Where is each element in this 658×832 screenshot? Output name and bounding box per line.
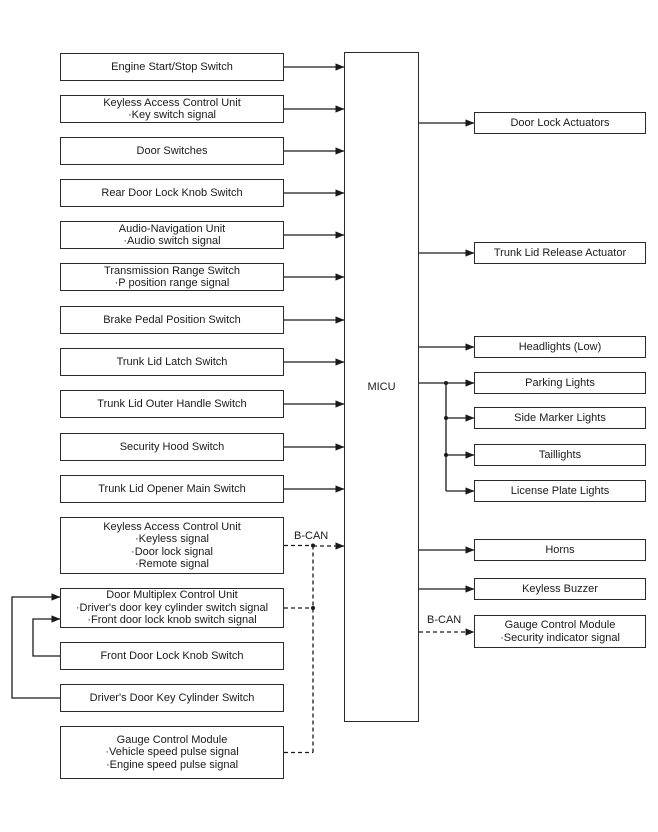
input-device-title: Rear Door Lock Knob Switch — [101, 186, 243, 199]
output-device-box: Horns — [474, 539, 646, 561]
input-device-box: Security Hood Switch — [60, 433, 284, 461]
input-device-box: Audio-Navigation Unit·Audio switch signa… — [60, 221, 284, 249]
input-device-title: Transmission Range Switch — [104, 264, 240, 277]
switch-feed — [11, 593, 61, 699]
output-device-title: Gauge Control Module — [504, 619, 616, 631]
input-device-box: Transmission Range Switch·P position ran… — [60, 263, 284, 291]
input-device-box: Trunk Lid Outer Handle Switch — [60, 390, 284, 418]
input-device-box: Brake Pedal Position Switch — [60, 306, 284, 334]
input-device-title: Brake Pedal Position Switch — [103, 313, 241, 326]
junction-dot — [311, 606, 315, 610]
bcan-label-input: B-CAN — [294, 530, 329, 542]
input-device-box: Keyless Access Control Unit·Keyless sign… — [60, 517, 284, 574]
input-device-box: Gauge Control Module·Vehicle speed pulse… — [60, 726, 284, 779]
input-device-signal: ·Remote signal — [135, 558, 209, 570]
junction-dot — [444, 381, 448, 385]
bcan-label-output: B-CAN — [427, 614, 462, 626]
input-device-title: Trunk Lid Outer Handle Switch — [97, 397, 247, 410]
output-device-title: Taillights — [538, 448, 582, 461]
input-device-box: Engine Start/Stop Switch — [60, 53, 284, 81]
input-device-box: Trunk Lid Opener Main Switch — [60, 475, 284, 503]
output-device-signal: ·Security indicator signal — [500, 631, 620, 644]
input-device-title: Gauge Control Module — [116, 733, 228, 746]
output-device-box: License Plate Lights — [474, 480, 646, 502]
output-device-box: Trunk Lid Release Actuator — [474, 242, 646, 264]
input-device-title: Door Multiplex Control Unit — [106, 589, 238, 602]
input-device-title: Trunk Lid Latch Switch — [116, 355, 228, 368]
output-device-title: Parking Lights — [525, 376, 595, 389]
input-device-signal: ·Key switch signal — [127, 109, 217, 121]
junction-dot — [311, 543, 315, 548]
output-device-box: Taillights — [474, 444, 646, 466]
output-device-box: Gauge Control Module·Security indicator … — [474, 615, 646, 648]
output-device-title: License Plate Lights — [510, 484, 610, 497]
input-device-title: Security Hood Switch — [119, 440, 225, 453]
output-device-box: Door Lock Actuators — [474, 112, 646, 134]
micu-box: MICU — [344, 52, 419, 722]
junction-dot — [444, 416, 448, 420]
output-device-title: Headlights (Low) — [518, 340, 602, 353]
output-device-title: Side Marker Lights — [514, 411, 606, 424]
output-device-box: Side Marker Lights — [474, 407, 646, 429]
input-device-signal: ·Door lock signal — [131, 545, 213, 558]
input-device-title: Door Switches — [136, 144, 208, 157]
input-device-title: Audio-Navigation Unit — [118, 222, 226, 235]
output-device-box: Headlights (Low) — [474, 336, 646, 358]
output-device-title: Keyless Buzzer — [522, 582, 598, 595]
input-device-title: Driver's Door Key Cylinder Switch — [89, 691, 255, 704]
input-device-title: Front Door Lock Knob Switch — [100, 649, 244, 662]
input-device-box: Door Multiplex Control Unit·Driver's doo… — [60, 588, 284, 628]
input-device-signal: ·Vehicle speed pulse signal — [105, 746, 239, 759]
input-device-box: Front Door Lock Knob Switch — [60, 642, 284, 670]
output-device-title: Horns — [545, 543, 575, 556]
micu-label: MICU — [367, 380, 396, 393]
input-device-signal: ·Front door lock knob switch signal — [87, 614, 257, 627]
input-device-title: Engine Start/Stop Switch — [111, 60, 233, 73]
input-device-box: Driver's Door Key Cylinder Switch — [60, 684, 284, 712]
output-device-box: Keyless Buzzer — [474, 578, 646, 600]
junction-dot — [444, 453, 448, 457]
input-device-title: Trunk Lid Opener Main Switch — [98, 482, 246, 495]
switch-feed — [32, 615, 61, 657]
input-device-box: Trunk Lid Latch Switch — [60, 348, 284, 376]
output-device-title: Door Lock Actuators — [510, 116, 610, 129]
input-device-signal: ·Engine speed pulse signal — [105, 758, 239, 771]
input-device-title: Keyless Access Control Unit — [103, 520, 241, 533]
input-device-box: Keyless Access Control Unit·Key switch s… — [60, 95, 284, 123]
input-device-box: Door Switches — [60, 137, 284, 165]
input-device-signal: ·P position range signal — [114, 277, 230, 289]
input-device-signal: ·Driver's door key cylinder switch signa… — [75, 601, 269, 614]
input-device-box: Rear Door Lock Knob Switch — [60, 179, 284, 207]
input-device-signal: ·Audio switch signal — [123, 235, 221, 247]
input-device-signal: ·Keyless signal — [135, 533, 209, 545]
input-device-title: Keyless Access Control Unit — [103, 96, 241, 109]
output-device-box: Parking Lights — [474, 372, 646, 394]
output-device-title: Trunk Lid Release Actuator — [493, 246, 627, 259]
